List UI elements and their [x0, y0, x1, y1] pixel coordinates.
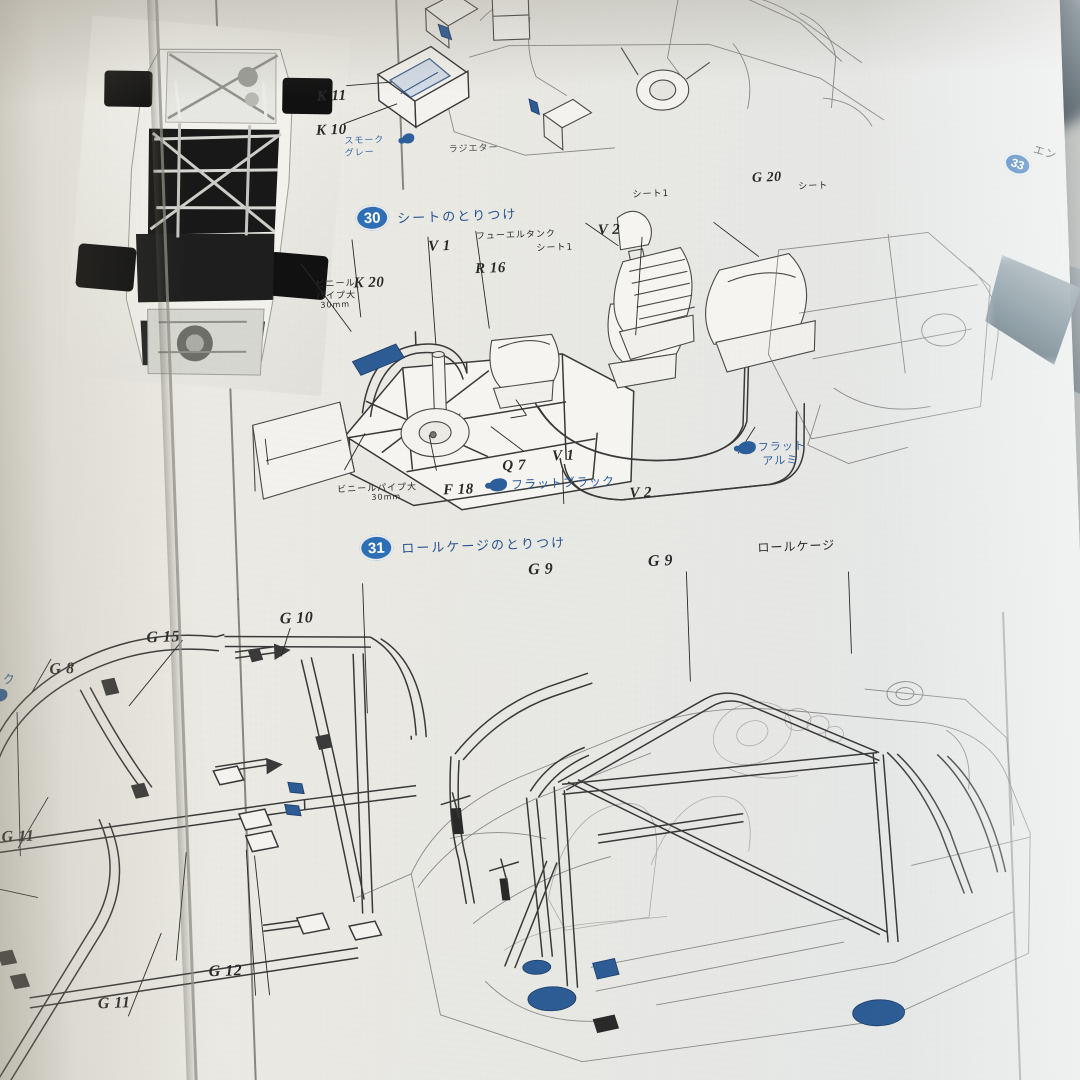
blue-mark-right [287, 781, 305, 795]
blue-mark-right2 [284, 803, 302, 817]
step29-diagram [343, 0, 885, 156]
fuel-tank-part [351, 343, 405, 376]
